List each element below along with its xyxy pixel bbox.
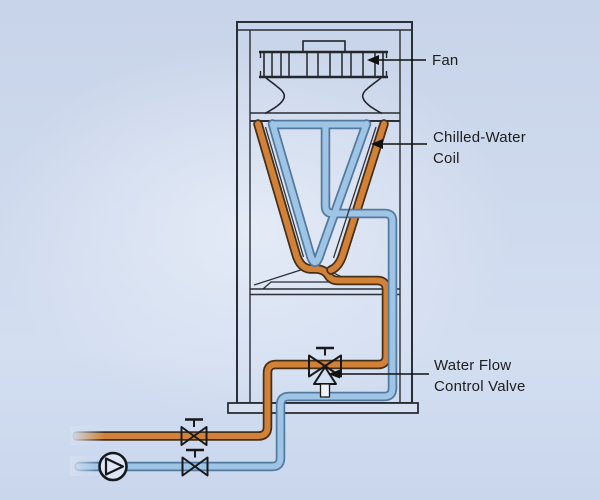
gate-valve-hot-icon	[180, 418, 208, 446]
water-flow-control-valve-label: Water Flow Control Valve	[434, 355, 526, 397]
valve-arrow-icon	[328, 369, 340, 379]
coil-arrow-icon	[371, 139, 383, 149]
cabinet-base	[227, 402, 419, 414]
fan-assembly	[259, 40, 388, 115]
valve-label-line2: Control Valve	[434, 378, 526, 395]
chilled-water-coil-label: Chilled-Water Coil	[433, 127, 526, 169]
chilled-water-pipe	[74, 119, 398, 472]
valve-label-line1: Water Flow	[434, 357, 512, 374]
valve-bottom-port	[319, 383, 331, 398]
coil-v-tubes	[267, 119, 372, 267]
coil-label-line2: Coil	[433, 150, 460, 167]
gate-valve-cold-icon	[181, 448, 209, 477]
cold-pipe-fade	[70, 456, 98, 476]
coil-label-line1: Chilled-Water	[433, 129, 526, 146]
pump-icon	[98, 451, 128, 482]
fan-label: Fan	[432, 50, 458, 71]
leader-arrowheads	[328, 55, 383, 379]
fan-drum	[259, 50, 388, 79]
fan-label-text: Fan	[432, 52, 459, 69]
hot-pipe-fade	[70, 426, 104, 445]
coil-fin-lines	[264, 126, 377, 259]
leader-lines	[338, 59, 429, 375]
fan-bellmouth	[264, 77, 383, 115]
fan-motor-cap	[302, 40, 346, 53]
fan-arrow-icon	[367, 55, 379, 65]
three-way-valve-icon	[308, 346, 342, 398]
fan-blades	[271, 53, 376, 76]
hot-water-pipe	[72, 119, 392, 441]
